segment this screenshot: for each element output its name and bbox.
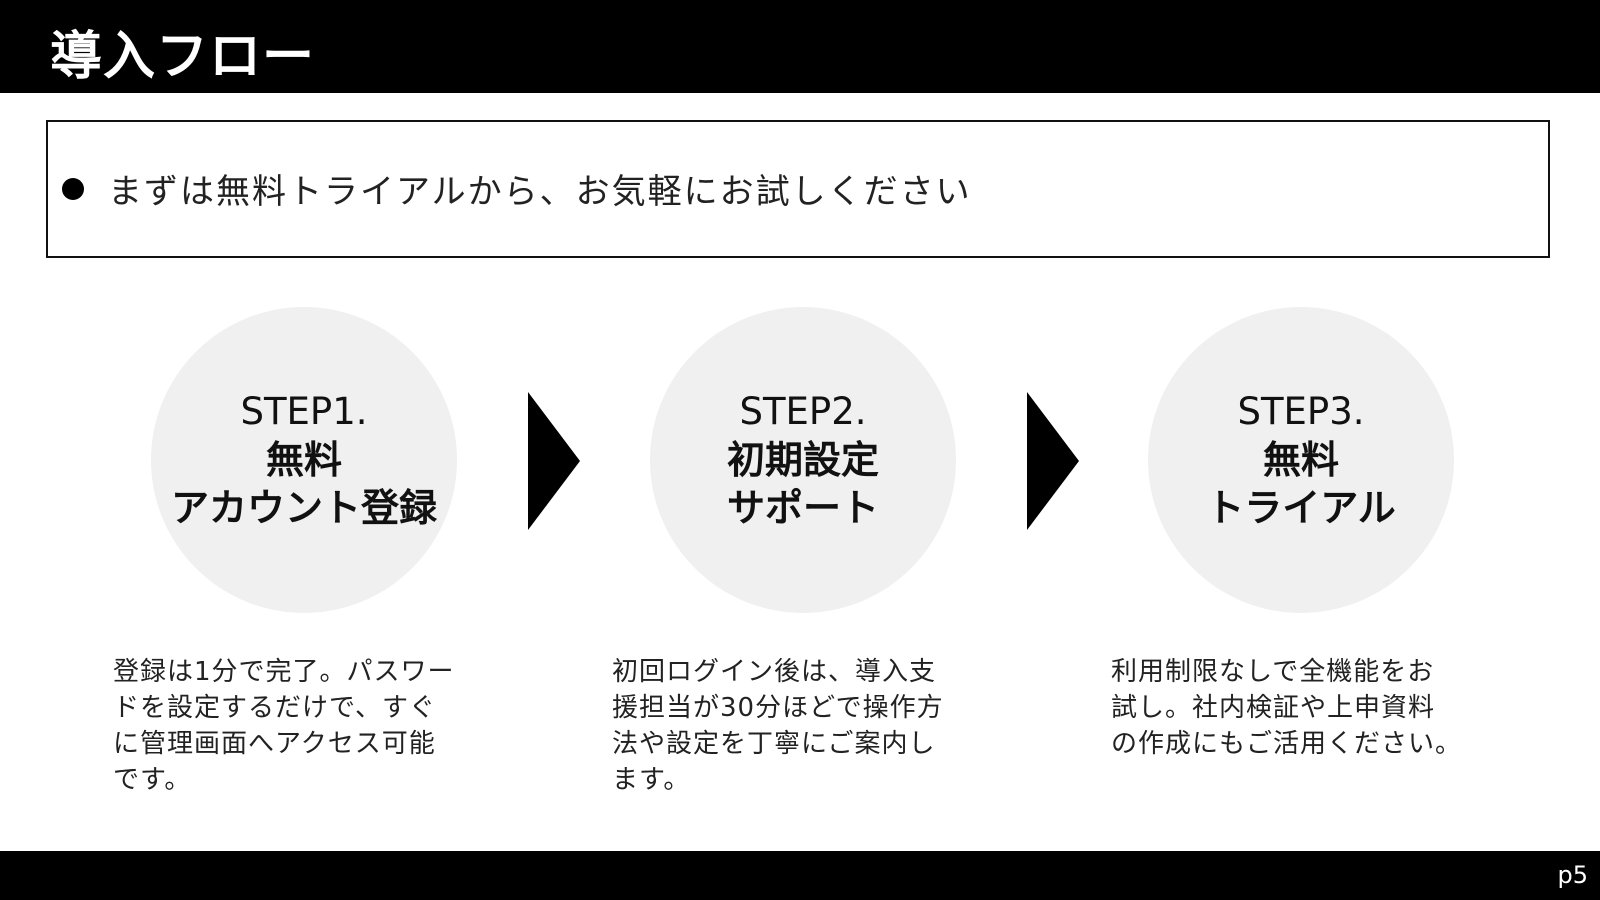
page-number: p5: [1557, 861, 1588, 889]
arrow-right-icon: [1027, 392, 1079, 530]
desc-line: ます。: [612, 765, 691, 795]
step2-name-line: サポート: [726, 486, 879, 530]
desc-line: 法や設定を丁寧にご案内し: [612, 729, 936, 759]
step1-name-line: アカウント登録: [170, 486, 437, 530]
intro-box: まずは無料トライアルから、お気軽にお試しください: [46, 120, 1550, 258]
desc-line: です。: [113, 765, 192, 795]
step3-name-line: 無料: [1262, 438, 1339, 482]
desc-line: 利用制限なしで全機能をお: [1111, 657, 1435, 687]
desc-line: 試し。社内検証や上申資料: [1111, 693, 1436, 723]
arrow-right-icon: [528, 392, 580, 530]
desc-line: に管理画面へアクセス可能: [113, 729, 436, 759]
step1-circle: STEP1. 無料 アカウント登録: [151, 307, 457, 613]
desc-line: 初回ログイン後は、導入支: [612, 657, 937, 687]
step1-name-line: 無料: [265, 438, 342, 482]
header-bar: 導入フロー: [0, 0, 1600, 93]
step1-description: 登録は1分で完了。パスワー ドを設定するだけで、すぐ に管理画面へアクセス可能 …: [113, 654, 455, 798]
desc-line: 援担当が30分ほどで操作方: [612, 693, 944, 723]
step3-name-line: トライアル: [1206, 486, 1396, 530]
footer-bar: p5: [0, 851, 1600, 900]
step2-circle: STEP2. 初期設定 サポート: [650, 307, 956, 613]
step3-description: 利用制限なしで全機能をお 試し。社内検証や上申資料 の作成にもご活用ください。: [1111, 654, 1462, 762]
step2-name-line: 初期設定: [726, 438, 879, 482]
intro-text: まずは無料トライアルから、お気軽にお試しください: [108, 172, 972, 212]
desc-line: の作成にもご活用ください。: [1111, 729, 1463, 759]
bullet-icon: [62, 178, 84, 200]
desc-line: 登録は1分で完了。パスワー: [113, 657, 455, 687]
desc-line: ドを設定するだけで、すぐ: [113, 693, 436, 723]
step1-label: STEP1.: [240, 390, 368, 433]
step3-circle: STEP3. 無料 トライアル: [1148, 307, 1454, 613]
step3-label: STEP3.: [1237, 390, 1365, 433]
page-title: 導入フロー: [50, 27, 316, 87]
step2-label: STEP2.: [739, 390, 867, 433]
step2-description: 初回ログイン後は、導入支 援担当が30分ほどで操作方 法や設定を丁寧にご案内し …: [612, 654, 944, 798]
